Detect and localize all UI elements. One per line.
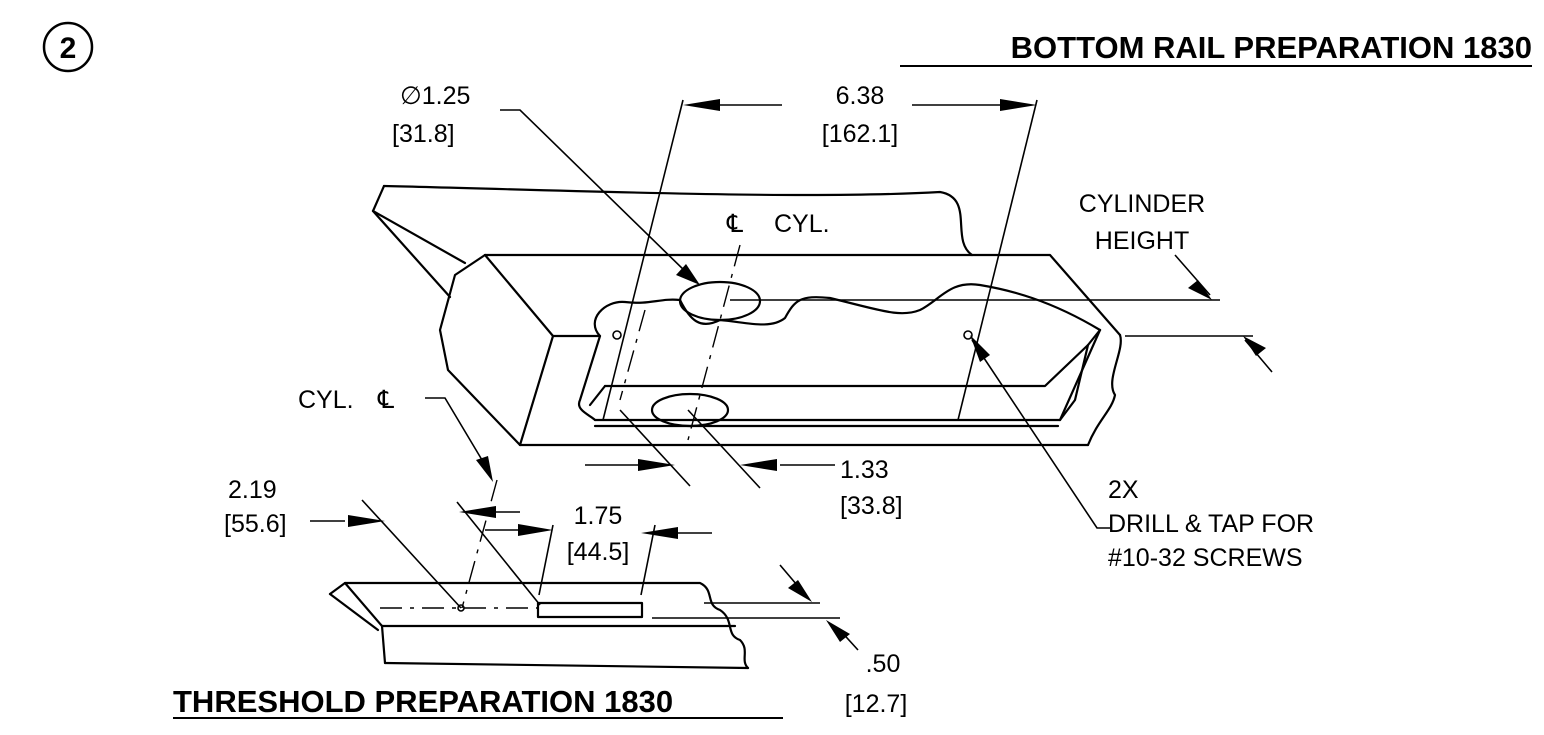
diameter-label: ∅1.25	[400, 82, 470, 110]
slot-width-mm-label: [12.7]	[845, 690, 908, 718]
offset-mm-label: [33.8]	[840, 492, 903, 520]
bottom-rail-dimensions	[500, 99, 1273, 529]
cyl-cl-label: CYL.	[298, 386, 354, 414]
hole-spacing-label: 2.19	[228, 476, 277, 504]
slot-length-mm-label: [44.5]	[567, 538, 630, 566]
threshold-title: THRESHOLD PREPARATION 1830	[173, 684, 673, 719]
hole-spacing-mm-label: [55.6]	[224, 510, 287, 538]
slot-length-label: 1.75	[574, 502, 623, 530]
cl-cylinder-symbol: ℄	[726, 210, 743, 238]
detail-number-bubble: 2	[42, 21, 94, 73]
slot-width-label: .50	[866, 650, 901, 678]
cylinder-height-label-1: CYLINDER	[1079, 190, 1205, 218]
cl-cylinder-label: CYL.	[774, 210, 830, 238]
drill-qty-label: 2X	[1108, 476, 1139, 504]
threshold-part	[328, 581, 750, 670]
bottom-rail-title: BOTTOM RAIL PREPARATION 1830	[1011, 30, 1532, 65]
threshold-dimensions	[310, 397, 859, 651]
cyl-cl-symbol: ℄	[377, 386, 394, 414]
bottom-rail-part	[371, 184, 1122, 447]
cylinder-height-label-2: HEIGHT	[1095, 227, 1189, 255]
offset-label: 1.33	[840, 456, 889, 484]
drill-label-1: DRILL & TAP FOR	[1108, 510, 1314, 538]
drill-label-2: #10-32 SCREWS	[1108, 544, 1303, 572]
width-label: 6.38	[836, 82, 885, 110]
detail-number: 2	[60, 32, 77, 65]
diameter-mm-label: [31.8]	[392, 120, 455, 148]
dimension-labels: ∅1.25 [31.8] 6.38 [162.1] ℄ CYL. CYLINDE…	[224, 82, 1314, 718]
width-mm-label: [162.1]	[822, 120, 898, 148]
